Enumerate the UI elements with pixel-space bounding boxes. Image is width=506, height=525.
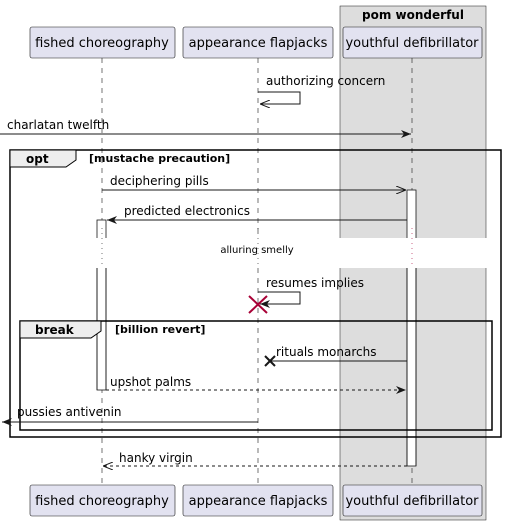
frame-break-guard: [billion revert] bbox=[115, 323, 205, 336]
participant-label: youthful defibrillator bbox=[345, 494, 479, 509]
destroy-icon bbox=[248, 295, 268, 314]
activation-bar-youthful-defibrillator bbox=[406, 189, 417, 467]
participant-fished-choreography-bottom[interactable]: fished choreography bbox=[29, 484, 176, 517]
message-deciphering-pills: deciphering pills bbox=[102, 174, 406, 190]
message-resumes-implies: resumes implies bbox=[258, 276, 364, 308]
divider: alluring smelly bbox=[0, 228, 506, 268]
participant-appearance-flapjacks-bottom[interactable]: appearance flapjacks bbox=[182, 484, 334, 517]
message-label: predicted electronics bbox=[124, 204, 250, 218]
participant-youthful-defibrillator-top[interactable]: youthful defibrillator bbox=[342, 26, 483, 59]
message-label: resumes implies bbox=[266, 276, 364, 290]
message-label: deciphering pills bbox=[110, 174, 209, 188]
frame-opt-guard: [mustache precaution] bbox=[89, 152, 230, 165]
participant-label: youthful defibrillator bbox=[345, 36, 479, 51]
message-hanky-virgin: hanky virgin bbox=[103, 451, 407, 466]
message-label: rituals monarchs bbox=[276, 345, 376, 359]
message-label: charlatan twelfth bbox=[7, 118, 109, 132]
message-charlatan-twelfth: charlatan twelfth bbox=[0, 118, 411, 138]
message-authorizing-concern: authorizing concern bbox=[258, 74, 385, 104]
frame-opt-keyword: opt bbox=[26, 152, 49, 166]
message-label: upshot palms bbox=[110, 375, 191, 389]
message-label: hanky virgin bbox=[119, 451, 193, 465]
participant-label: appearance flapjacks bbox=[189, 36, 328, 51]
message-rituals-monarchs: rituals monarchs bbox=[264, 345, 407, 367]
message-label: pussies antivenin bbox=[17, 405, 122, 419]
frame-opt: opt [mustache precaution] bbox=[9, 149, 502, 438]
box-group-title: pom wonderful bbox=[362, 8, 464, 22]
participant-label: fished choreography bbox=[35, 36, 169, 51]
participant-appearance-flapjacks-top[interactable]: appearance flapjacks bbox=[182, 26, 334, 59]
message-upshot-palms: upshot palms bbox=[106, 375, 406, 394]
divider-label: alluring smelly bbox=[220, 245, 293, 256]
terminate-x-icon bbox=[264, 355, 276, 367]
frame-break: break [billion revert] bbox=[19, 320, 493, 431]
message-pussies-antivenin: pussies antivenin bbox=[2, 405, 258, 426]
message-label: authorizing concern bbox=[266, 74, 385, 88]
participant-youthful-defibrillator-bottom[interactable]: youthful defibrillator bbox=[342, 484, 483, 517]
message-predicted-electronics: predicted electronics bbox=[107, 204, 407, 224]
participant-label: fished choreography bbox=[35, 494, 169, 509]
participant-label: appearance flapjacks bbox=[189, 494, 328, 509]
participant-fished-choreography-top[interactable]: fished choreography bbox=[29, 26, 176, 59]
frame-break-keyword: break bbox=[35, 323, 75, 337]
